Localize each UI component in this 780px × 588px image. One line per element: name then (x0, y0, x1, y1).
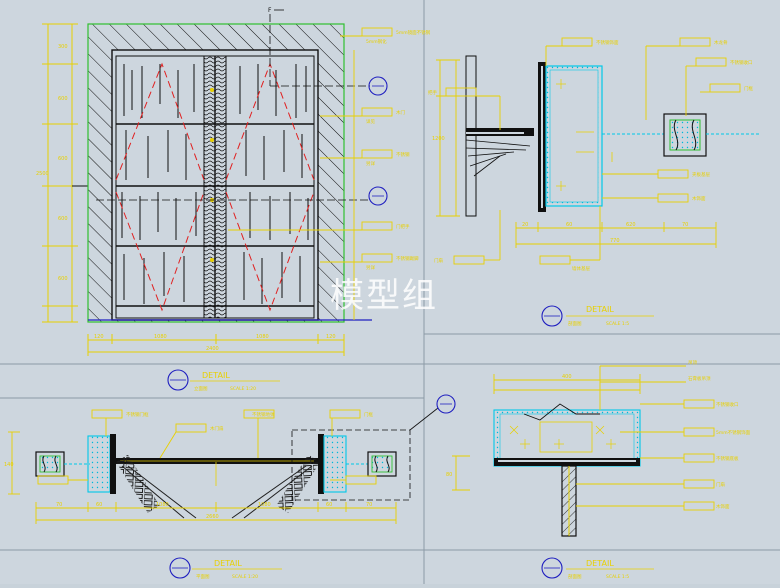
svg-text:SCALE 1:5: SCALE 1:5 (606, 574, 629, 580)
svg-text:不锈钢收口: 不锈钢收口 (716, 401, 739, 408)
svg-text:620: 620 (626, 222, 636, 228)
svg-text:60: 60 (326, 502, 332, 508)
svg-text:另详: 另详 (366, 160, 375, 167)
svg-text:详见: 详见 (366, 118, 375, 125)
svg-text:2500: 2500 (36, 171, 49, 177)
svg-text:1080: 1080 (256, 334, 269, 340)
svg-text:140: 140 (4, 462, 14, 468)
svg-text:门框: 门框 (364, 411, 373, 418)
svg-text:木龙骨: 木龙骨 (714, 39, 728, 46)
svg-text:不锈钢: 不锈钢 (396, 151, 410, 158)
svg-text:1080: 1080 (258, 502, 271, 508)
svg-text:SCALE 1:20: SCALE 1:20 (232, 574, 258, 580)
svg-text:木饰面: 木饰面 (692, 195, 706, 202)
svg-text:400: 400 (562, 374, 572, 380)
svg-text:木门扇: 木门扇 (210, 425, 224, 432)
svg-text:60: 60 (566, 222, 572, 228)
svg-text:不锈钢地弹: 不锈钢地弹 (252, 411, 275, 418)
svg-text:80: 80 (446, 472, 452, 478)
svg-text:300: 300 (58, 44, 68, 50)
svg-text:20: 20 (522, 222, 528, 228)
svg-text:不锈钢收口: 不锈钢收口 (730, 59, 753, 66)
svg-text:不锈钢门框: 不锈钢门框 (126, 411, 149, 418)
elevation-view: 2500 300 600 600 600 600 (36, 7, 431, 356)
svg-text:600: 600 (58, 216, 68, 222)
svg-text:门把手: 门把手 (396, 223, 410, 230)
svg-text:70: 70 (682, 222, 688, 228)
svg-text:另详: 另详 (366, 264, 375, 271)
svg-text:1080: 1080 (156, 502, 169, 508)
svg-text:70: 70 (56, 502, 62, 508)
svg-text:门框: 门框 (744, 85, 753, 92)
svg-text:SCALE 1:5: SCALE 1:5 (606, 321, 629, 327)
svg-text:5mm镜面不锈钢: 5mm镜面不锈钢 (396, 29, 431, 36)
svg-text:120: 120 (326, 334, 336, 340)
svg-text:剖面图: 剖面图 (568, 573, 582, 580)
svg-text:120: 120 (94, 334, 104, 340)
svg-text:770: 770 (610, 238, 620, 244)
svg-text:SCALE 1:20: SCALE 1:20 (230, 386, 256, 392)
svg-text:不锈钢饰面: 不锈钢饰面 (596, 39, 619, 46)
plan-view: 140 (4, 394, 456, 524)
detail-label-bottom-left: DETAIL 平面图 SCALE 1:20 (169, 557, 282, 580)
svg-text:墙体基层: 墙体基层 (572, 265, 590, 272)
svg-text:石膏板吊顶: 石膏板吊顶 (688, 375, 711, 382)
svg-text:600: 600 (58, 276, 68, 282)
svg-text:夹板基层: 夹板基层 (692, 171, 710, 178)
svg-text:2660: 2660 (206, 514, 219, 520)
svg-text:F: F (268, 7, 272, 14)
svg-text:1080: 1080 (154, 334, 167, 340)
svg-text:5mm不锈钢饰面: 5mm不锈钢饰面 (716, 429, 751, 436)
svg-text:吊顶: 吊顶 (688, 360, 697, 366)
svg-text:剖面图: 剖面图 (568, 320, 582, 327)
watermark: 模型组 (330, 276, 438, 316)
svg-text:70: 70 (366, 502, 372, 508)
detail-label-elevation: DETAIL 立面图 SCALE 1:20 (167, 369, 280, 392)
svg-text:不锈钢底板: 不锈钢底板 (716, 455, 739, 462)
section-view-top-right: 1200 (428, 37, 760, 272)
svg-text:60: 60 (96, 502, 102, 508)
svg-text:5mm钢化: 5mm钢化 (366, 38, 387, 45)
svg-text:把手: 把手 (428, 89, 437, 96)
detail-label-top-right: DETAIL 剖面图 SCALE 1:5 (541, 305, 654, 327)
svg-text:600: 600 (58, 96, 68, 102)
svg-text:不锈钢踢脚: 不锈钢踢脚 (396, 255, 419, 262)
detail-title-top-right: DETAIL (586, 305, 614, 314)
svg-text:门扇: 门扇 (716, 481, 725, 488)
detail-title-bottom-right: DETAIL (586, 559, 614, 568)
detail-title-bottom-left: DETAIL (214, 559, 242, 568)
head-section-view: 400 80 (446, 360, 751, 537)
svg-text:门扇: 门扇 (434, 257, 443, 264)
svg-text:平面图: 平面图 (196, 574, 210, 580)
svg-text:1200: 1200 (432, 136, 445, 142)
svg-text:立面图: 立面图 (194, 385, 208, 392)
detail-title-mid-left: DETAIL (202, 371, 230, 380)
svg-text:木门: 木门 (396, 109, 405, 116)
svg-text:2400: 2400 (206, 346, 219, 352)
svg-text:木饰面: 木饰面 (716, 503, 730, 510)
detail-label-bottom-right: DETAIL 剖面图 SCALE 1:5 (541, 557, 654, 580)
svg-text:600: 600 (58, 156, 68, 162)
